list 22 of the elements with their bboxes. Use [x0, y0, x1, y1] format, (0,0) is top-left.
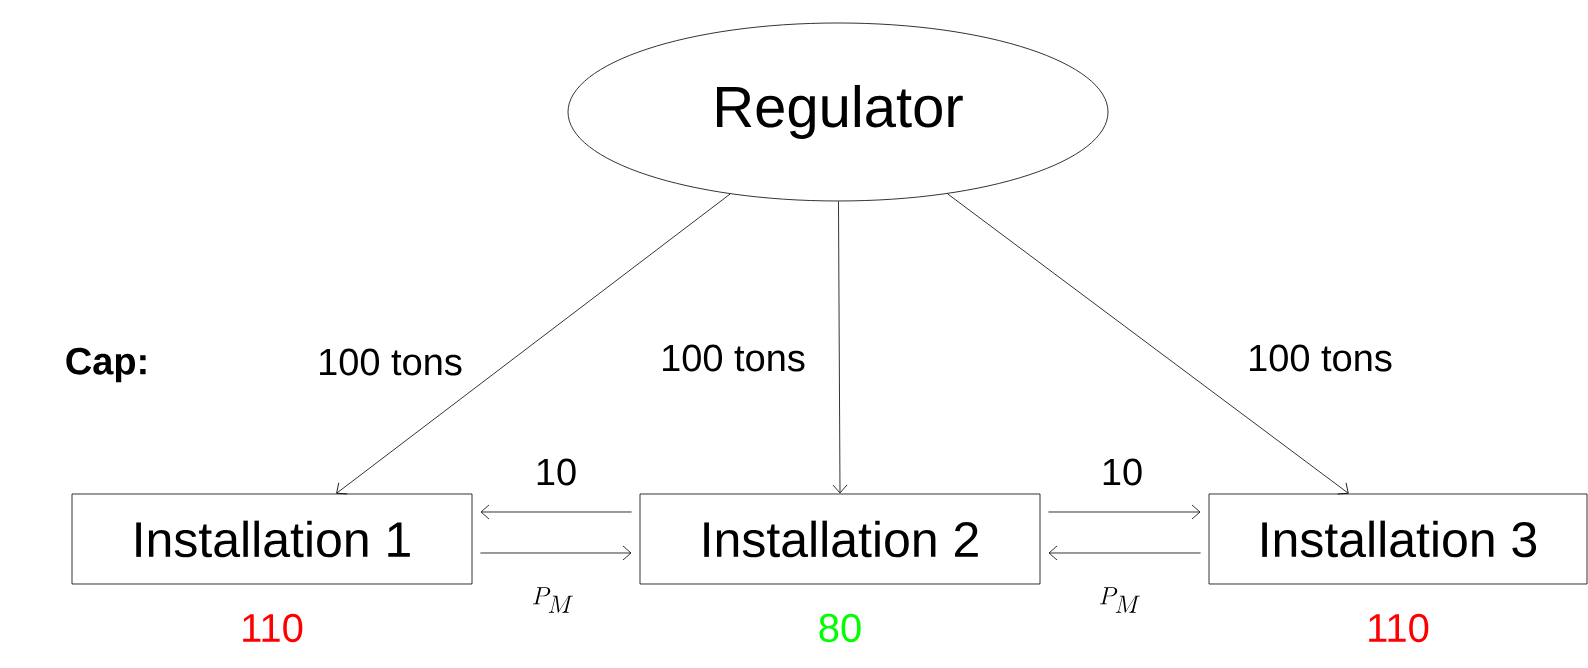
- caption-label: Cap:: [66, 347, 146, 383]
- arrow: [1048, 545, 1201, 561]
- process-box: Installation 2: [639, 493, 1041, 585]
- edge-label: $P_M$: [530, 586, 576, 614]
- arrow: [1048, 504, 1201, 520]
- edge-label: 100 tons: [1246, 343, 1394, 373]
- edge-label: 100 tons: [316, 347, 464, 377]
- process-box: Installation 1: [71, 493, 473, 585]
- process-box: Installation 3: [1208, 493, 1588, 585]
- arrow: [480, 504, 632, 520]
- value-label: 110: [243, 613, 303, 643]
- arrow: [480, 545, 632, 561]
- value-label: 80: [819, 613, 861, 643]
- edge-label: 10: [1099, 457, 1145, 487]
- arrow: [832, 201, 848, 494]
- arrow: [947, 193, 1349, 495]
- edge-label: 10: [533, 457, 579, 487]
- value-label: 110: [1369, 613, 1429, 643]
- arrow: [336, 193, 731, 495]
- edge-label: 100 tons: [659, 343, 807, 373]
- edge-label: $P_M$: [1097, 586, 1143, 614]
- ellipse-node: Regulator: [567, 22, 1109, 202]
